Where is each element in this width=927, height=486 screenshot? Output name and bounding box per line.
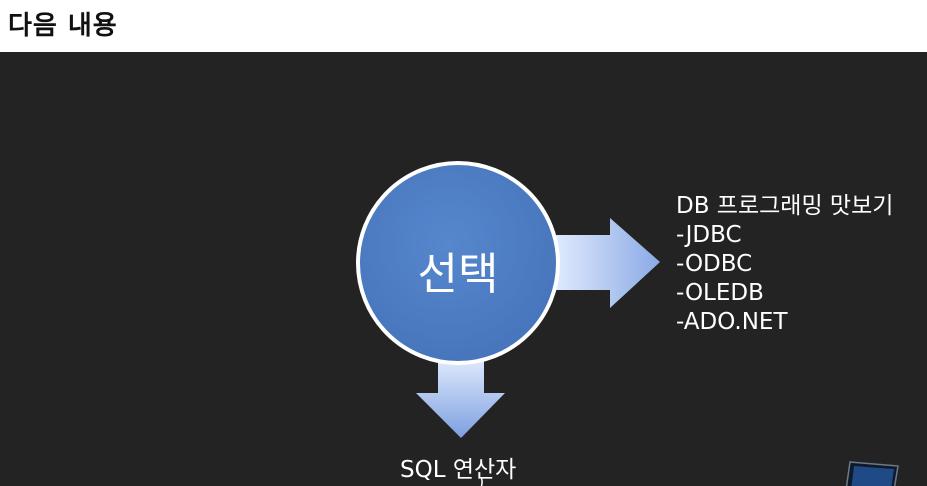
cut-off-glyph: ) <box>478 478 484 486</box>
right-topic-title: DB 프로그래밍 맛보기 <box>676 193 894 219</box>
right-topic-item: -JDBC <box>676 222 742 248</box>
right-arrow-icon <box>545 218 660 308</box>
bottom-topic-label: SQL 연산자 <box>400 457 517 483</box>
diagram-graphic <box>356 161 660 438</box>
laptop-icon <box>845 461 899 486</box>
right-topic-item: -OLEDB <box>676 280 764 306</box>
center-circle <box>356 161 560 365</box>
page-title: 다음 내용 <box>8 11 118 41</box>
right-topic-item: -ADO.NET <box>676 309 788 335</box>
down-arrow-icon <box>416 352 505 438</box>
center-circle-label: 선택 <box>417 249 499 300</box>
slide-area: 선택 DB 프로그래밍 맛보기 -JDBC -ODBC -OLEDB -ADO.… <box>0 52 927 486</box>
right-topic-list: DB 프로그래밍 맛보기 -JDBC -ODBC -OLEDB -ADO.NET <box>676 192 893 337</box>
right-topic-item: -ODBC <box>676 251 753 277</box>
header-bar: 다음 내용 <box>0 0 927 52</box>
